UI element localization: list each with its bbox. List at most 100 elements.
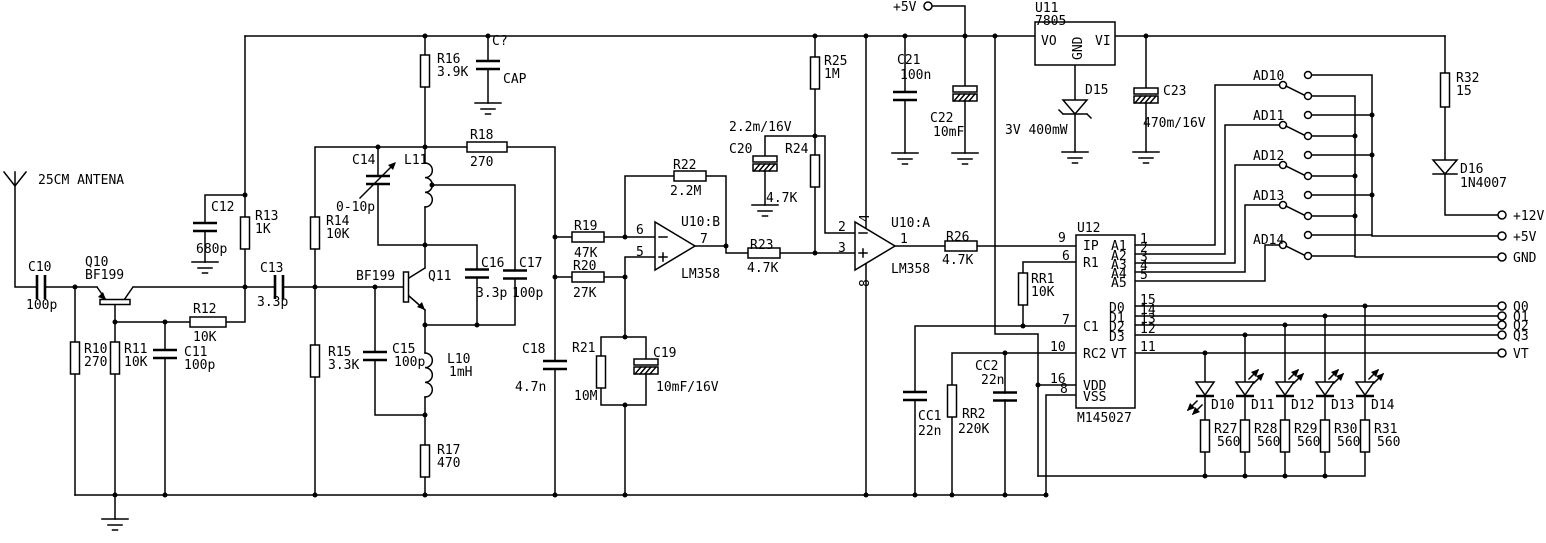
- resistor-R11-body: [109, 341, 121, 375]
- d15-value: 3V 400mW: [1005, 123, 1068, 138]
- terminal-q3-label: Q3: [1513, 329, 1529, 344]
- u12-pin10: 10: [1050, 340, 1066, 355]
- junction-dot: [552, 274, 558, 280]
- junction-dot: [112, 319, 118, 325]
- resistor-R21-body: [595, 355, 607, 389]
- r28-value: 560: [1257, 435, 1280, 450]
- opamp-u10b-body: [654, 220, 697, 272]
- junction-dot: [162, 319, 168, 325]
- cc2-value: 22n: [981, 373, 1004, 388]
- ground-symbol: [101, 518, 129, 531]
- decoder-u12-body: [1075, 234, 1136, 409]
- led-d12-arrowhead: [1296, 373, 1304, 381]
- r21-value: 10M: [574, 389, 598, 404]
- resistor-R15-body: [309, 344, 321, 378]
- resistor-R22-body: [673, 170, 707, 182]
- transistor-q10-bar: [99, 298, 131, 306]
- junction-dot: [1035, 382, 1041, 388]
- junction-dot: [1002, 350, 1008, 356]
- junction-dot: [949, 492, 955, 498]
- junction-dot: [902, 33, 908, 39]
- capacitor-C12-plates: [193, 221, 217, 233]
- switch-ad10-throw-a: [1303, 70, 1313, 80]
- u12-pin2: 2: [1140, 241, 1148, 256]
- resistor-RR1-body: [1017, 272, 1029, 306]
- junction-dot: [552, 234, 558, 240]
- u10a-pin8: 8: [858, 279, 873, 287]
- junction-dot: [1020, 323, 1026, 329]
- u12-rc2: RC2: [1083, 347, 1106, 362]
- junction-dot: [372, 284, 378, 290]
- u12-pin7: 7: [1062, 313, 1070, 328]
- d10-ref: D10: [1211, 398, 1234, 413]
- capacitor-C23-pos-plate: [1133, 87, 1159, 95]
- u10b-pin6: 6: [636, 223, 644, 238]
- ground-symbol: [951, 152, 979, 165]
- u11-vi: VI: [1095, 34, 1111, 49]
- q10-part: BF199: [85, 268, 124, 283]
- resistor-R27-body: [1199, 419, 1211, 453]
- r29-value: 560: [1297, 435, 1320, 450]
- opamp-input-signs: [658, 232, 868, 262]
- resistor-R24-body: [809, 154, 821, 188]
- junction-dot: [1369, 192, 1375, 198]
- junction-dot: [912, 492, 918, 498]
- r24-ref: R24: [785, 142, 809, 157]
- c20-rating: 2.2m/16V: [729, 120, 792, 135]
- resistor-R26-body: [944, 240, 978, 252]
- u12-pin13: 13: [1140, 312, 1156, 327]
- opamp-u10a-body: [854, 220, 897, 272]
- junction-dot: [723, 243, 729, 249]
- capacitor-C10-plates: [35, 275, 47, 299]
- ground-symbol: [891, 152, 919, 165]
- c21-value: 100n: [900, 68, 931, 83]
- junction-dot: [863, 492, 869, 498]
- led-d12-arrowhead: [1291, 369, 1299, 377]
- c12-value: 680p: [196, 242, 227, 257]
- resistor-R16-body: [419, 54, 431, 88]
- r18-ref: R18: [470, 128, 493, 143]
- c18-value: 4.7n: [515, 380, 546, 395]
- r14-ref: R14: [326, 214, 350, 229]
- junction-dot: [1322, 313, 1328, 319]
- plus5v-top-label: +5V: [893, 0, 917, 15]
- ad12-label: AD12: [1253, 149, 1284, 164]
- junction-dot: [1282, 473, 1288, 479]
- resistor-R23-body: [747, 247, 781, 259]
- u12-r1: R1: [1083, 256, 1099, 271]
- ground-symbol: [191, 261, 219, 274]
- cq-ref: C?: [492, 34, 508, 49]
- junction-dot: [422, 144, 428, 150]
- junction-dot: [1369, 152, 1375, 158]
- r29-ref: R29: [1294, 422, 1317, 437]
- switch-ad14-throw-b: [1303, 251, 1313, 261]
- terminal-gnd-label: GND: [1513, 251, 1537, 266]
- junction-dot: [1322, 473, 1328, 479]
- u12-pin12: 12: [1140, 322, 1156, 337]
- junction-dot: [112, 492, 118, 498]
- resistor-R12-body: [189, 316, 227, 328]
- u12-a2: A2: [1111, 249, 1127, 264]
- r20-value: 27K: [573, 286, 597, 301]
- ad14-label: AD14: [1253, 233, 1284, 248]
- c10-value: 100p: [26, 298, 57, 313]
- u11-part: 7805: [1035, 14, 1066, 29]
- capacitor-CC1-plates: [903, 390, 927, 402]
- led-d10-arrowhead: [1192, 407, 1200, 415]
- u10a-pin4: 4: [858, 214, 873, 222]
- switch-ad13-throw-a: [1303, 190, 1313, 200]
- u10a-pin3: 3: [838, 241, 846, 256]
- inductor-l10: [424, 352, 434, 398]
- terminal-5v: [1497, 231, 1507, 241]
- u12-pin16: 16: [1050, 372, 1066, 387]
- resistor-R19-body: [571, 231, 605, 243]
- junction-dot: [1352, 173, 1358, 179]
- capacitor-C20-pos-plate: [752, 155, 778, 163]
- r15-value: 3.3K: [328, 358, 359, 373]
- r12-value: 10K: [193, 330, 217, 345]
- r12-ref: R12: [193, 302, 216, 317]
- u10b-pin5: 5: [636, 245, 644, 260]
- c13-ref: C13: [260, 261, 283, 276]
- junction-dot: [992, 33, 998, 39]
